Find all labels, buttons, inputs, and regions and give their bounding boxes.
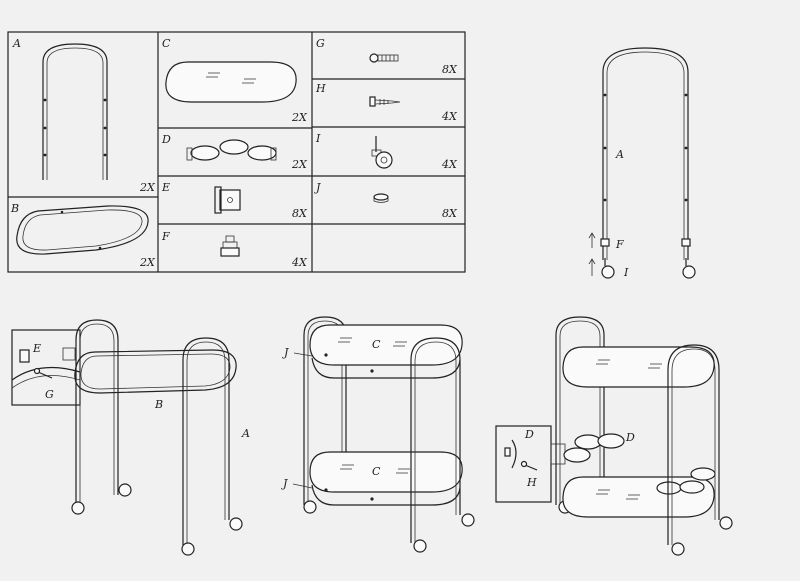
screw-g-drawing <box>369 53 399 63</box>
part-b-quantity: 2X <box>139 256 156 269</box>
part-a-quantity: 2X <box>139 181 156 194</box>
caster-wheel-i-drawing <box>371 136 393 169</box>
screw-h-drawing <box>369 96 401 107</box>
step-4-label-d-right: D <box>625 431 635 444</box>
part-c-label: C <box>162 37 171 50</box>
part-j-quantity: 8X <box>442 207 458 220</box>
top-shelf-c <box>309 324 463 366</box>
part-g-label: G <box>316 37 325 50</box>
part-e-cell: E 8X <box>161 181 308 220</box>
part-d-cell: D 2X <box>161 133 308 171</box>
step-2-ring-assembly: E G B A <box>11 319 250 556</box>
step-1-frame-assembly: A F I <box>588 47 696 279</box>
shelf-c-drawing <box>165 61 297 103</box>
step-2-label-e: E <box>32 342 41 355</box>
part-i-label: I <box>315 132 321 145</box>
part-b-cell: B 2X <box>10 202 156 269</box>
part-c-quantity: 2X <box>291 111 308 124</box>
part-g-quantity: 8X <box>442 63 458 76</box>
ring-b-drawing <box>16 205 149 255</box>
caster-insert-f-drawing <box>220 235 240 257</box>
part-e-label: E <box>161 181 170 194</box>
part-f-cell: F 4X <box>161 230 308 269</box>
step-2-label-b: B <box>154 398 163 411</box>
step-3-label-c-bottom: C <box>372 465 381 478</box>
part-f-quantity: 4X <box>291 256 308 269</box>
step-2-label-g: G <box>45 388 54 401</box>
frame-a-drawing <box>42 43 108 180</box>
step-2-label-a: A <box>241 427 250 440</box>
step-4-label-d-detail: D <box>524 428 534 441</box>
parts-table: A 2X B 2X C 2X D <box>7 31 466 273</box>
step-4-label-h: H <box>526 476 537 489</box>
step-3-shelf-assembly: C J C J <box>281 316 475 553</box>
part-d-quantity: 2X <box>291 158 308 171</box>
step-1-label-a: A <box>615 148 624 161</box>
part-h-quantity: 4X <box>441 110 458 123</box>
pad-j-drawing <box>373 193 389 203</box>
part-e-quantity: 8X <box>292 207 308 220</box>
bottom-shelf-c <box>309 451 463 493</box>
part-a-cell: A 2X <box>12 37 156 194</box>
part-i-quantity: 4X <box>441 158 458 171</box>
part-d-label: D <box>161 133 171 146</box>
clip-e-drawing <box>214 186 241 214</box>
step-3-label-j-bottom: J <box>281 477 288 490</box>
part-j-label: J <box>314 181 321 194</box>
connector-d-drawing <box>186 139 277 161</box>
part-g-cell: G 8X <box>316 37 458 76</box>
part-a-label: A <box>12 37 21 50</box>
step-3-label-c-top: C <box>372 338 381 351</box>
insert-arrow-icon <box>588 232 596 248</box>
part-h-cell: H 4X <box>315 82 458 123</box>
part-c-cell: C 2X <box>162 37 308 124</box>
part-b-label: B <box>10 202 19 215</box>
part-h-label: H <box>315 82 326 95</box>
part-f-label: F <box>161 230 170 243</box>
part-i-cell: I 4X <box>315 132 458 171</box>
part-j-cell: J 8X <box>314 181 458 220</box>
step-1-label-i: I <box>623 266 629 279</box>
step-3-label-j-top: J <box>282 346 289 359</box>
step-4-connector-assembly: D H D <box>495 316 733 556</box>
ring-b-in-assembly <box>74 349 237 394</box>
step-1-label-f: F <box>615 238 624 251</box>
caster-arrow-icon <box>588 258 596 276</box>
